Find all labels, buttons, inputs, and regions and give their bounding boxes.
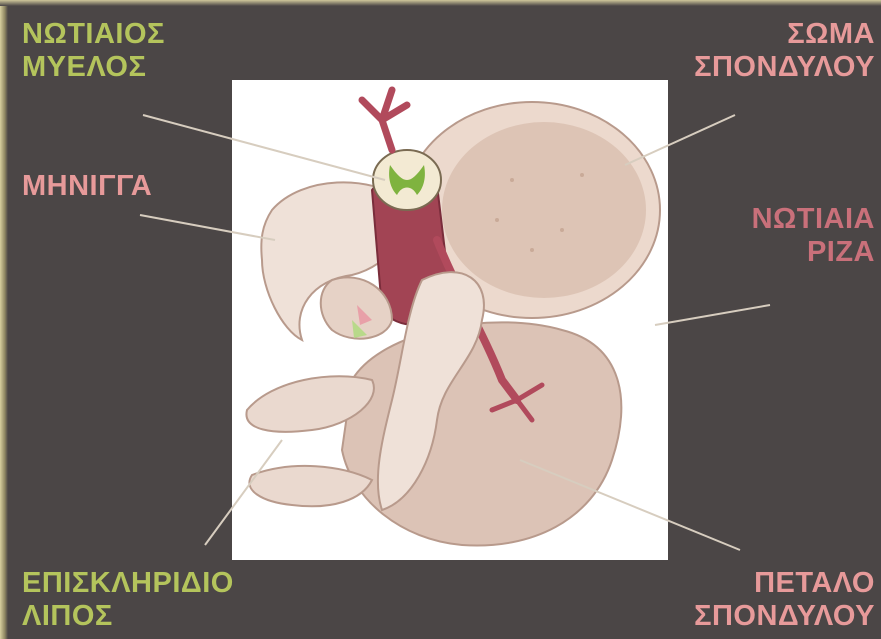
- label-vertebral-body: ΣΩΜΑ ΣΠΟΝΔΥΛΟΥ: [694, 18, 875, 84]
- leader-spinal-cord: [143, 115, 385, 180]
- label-meninges: ΜΗΝΙΓΓΑ: [22, 170, 152, 203]
- label-spinal-cord: ΝΩΤΙΑΙΟΣ ΜΥΕΛΟΣ: [22, 18, 165, 84]
- label-meninges-line1: ΜΗΝΙΓΓΑ: [22, 170, 152, 203]
- leader-meninges: [140, 215, 275, 240]
- label-nerve-root-line1: ΝΩΤΙΑΙΑ: [752, 203, 875, 236]
- label-vertebral-body-line1: ΣΩΜΑ: [694, 18, 875, 51]
- label-vertebral-body-line2: ΣΠΟΝΔΥΛΟΥ: [694, 51, 875, 84]
- leader-vertebral-body: [625, 115, 735, 165]
- label-lamina-line1: ΠΕΤΑΛΟ: [694, 567, 875, 600]
- label-spinal-cord-line1: ΝΩΤΙΑΙΟΣ: [22, 18, 165, 51]
- label-epidural-fat-line1: ΕΠΙΣΚΛΗΡΙΔΙΟ: [22, 567, 234, 600]
- label-lamina-line2: ΣΠΟΝΔΥΛΟΥ: [694, 600, 875, 633]
- leader-nerve-root: [655, 305, 770, 325]
- leader-epidural-fat: [205, 440, 282, 545]
- label-epidural-fat: ΕΠΙΣΚΛΗΡΙΔΙΟ ΛΙΠΟΣ: [22, 567, 234, 633]
- label-spinal-cord-line2: ΜΥΕΛΟΣ: [22, 51, 165, 84]
- leader-lamina: [520, 460, 740, 550]
- label-nerve-root: ΝΩΤΙΑΙΑ ΡΙΖΑ: [752, 203, 875, 269]
- label-epidural-fat-line2: ΛΙΠΟΣ: [22, 600, 234, 633]
- label-lamina: ΠΕΤΑΛΟ ΣΠΟΝΔΥΛΟΥ: [694, 567, 875, 633]
- label-nerve-root-line2: ΡΙΖΑ: [752, 236, 875, 269]
